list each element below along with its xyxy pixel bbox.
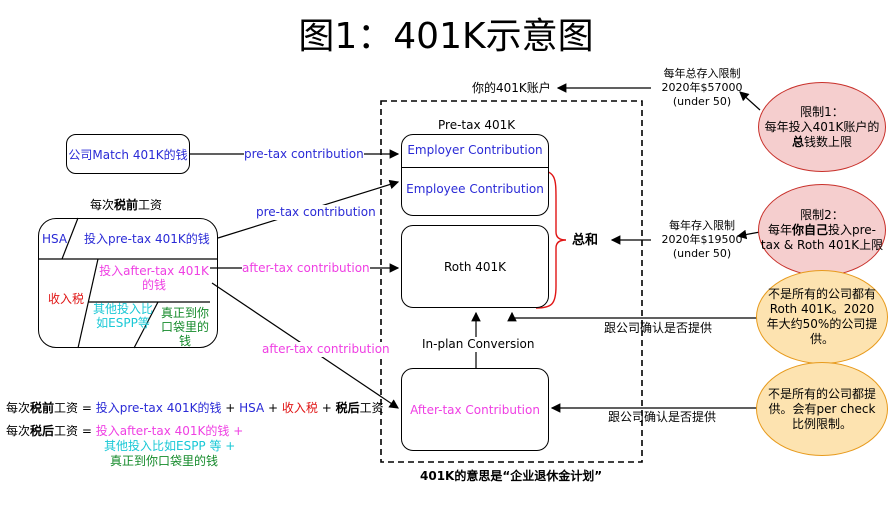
inplan-conversion-label: In-plan Conversion <box>422 337 535 352</box>
salary-divider-hsa <box>61 217 79 260</box>
aftertax-confirm-text: 跟公司确认是否提供 <box>608 410 717 424</box>
salary-divider-other <box>133 301 159 349</box>
formula1-pre: 每次 <box>6 401 31 415</box>
arrow-roth-confirm <box>507 311 762 322</box>
formula1-aftertax-rest: 工资 <box>359 401 384 415</box>
formula1-plus1: + <box>221 401 240 415</box>
pretax-401k-header: Pre-tax 401K <box>438 118 516 132</box>
page-title: 图1：401K示意图 <box>298 16 594 57</box>
account-label: 你的401K账户 <box>472 81 551 95</box>
formula2-other: 其他投入比如ESPP 等 + <box>104 439 236 453</box>
aftertax-contribution-label: After-tax Contribution <box>410 402 540 417</box>
other-investments-label: 其他投入比如ESPP等 <box>92 302 153 330</box>
pretax-401k-money: 投入pre-tax 401K的钱 <box>84 232 210 246</box>
employee-limit-line3: (under 50) <box>672 247 732 260</box>
limit2-line1: 限制2： <box>800 207 844 222</box>
limit2-line3: tax & Roth 401K上限 <box>760 237 884 252</box>
limit1-line1: 限制1： <box>800 104 844 119</box>
aftertax-contribution-box: After-tax Contribution <box>401 368 549 451</box>
formula2-bold: 税后 <box>30 424 55 438</box>
salary-title-pre: 每次 <box>90 198 115 212</box>
formula1-aftertax-bold: 税后 <box>335 401 360 415</box>
total-limit-line3: (under 50) <box>672 95 732 108</box>
aftertax-availability-note: 不是所有的公司都提供。会有per check 比例限制。 <box>756 362 888 456</box>
roth-401k-label: Roth 401K <box>443 259 507 274</box>
employee-limit-line2: 2020年$19500 <box>661 233 743 246</box>
employee-limit-line1: 每年存入限制 <box>669 219 735 232</box>
company-match-label: 公司Match 401K的钱 <box>68 147 188 162</box>
salary-box <box>38 218 218 348</box>
account-boundary <box>380 100 643 463</box>
formula1-pretax: 投入pre-tax 401K的钱 <box>95 401 222 415</box>
aftertax-note-text: 不是所有的公司都提供。会有per check 比例限制。 <box>767 386 876 431</box>
pocket-money-label: 真正到你口袋里的钱 <box>160 306 209 348</box>
limit1-rest: 钱数上限 <box>804 134 853 149</box>
hsa-label: HSA <box>42 232 68 246</box>
limit1-line3: 总钱数上限 <box>765 135 880 150</box>
limit1-line2: 每年投入401K账户的 <box>764 119 880 134</box>
formula2-aftertax: 投入after-tax 401K的钱 + <box>95 424 244 438</box>
aftertax-401k-money: 投入after-tax 401K的钱 <box>99 264 209 292</box>
formula1-plus3: + <box>317 401 336 415</box>
edge-label-aftertax: after-tax contribution <box>262 342 390 357</box>
arrow-limit1 <box>739 91 761 111</box>
aftertax-salary-formula: 每次税后工资 = 投入after-tax 401K的钱 + <box>6 424 243 439</box>
salary-divider-tax <box>77 258 99 349</box>
salary-title-bold: 税前 <box>114 198 139 212</box>
salary-title: 每次税前工资 <box>90 198 162 213</box>
company-match-box: 公司Match 401K的钱 <box>66 134 190 174</box>
limit2-bold: 你自己 <box>791 222 828 237</box>
limit2-note: 限制2： 每年你自己投入pre- tax & Roth 401K上限 <box>758 184 886 276</box>
employer-contribution: Employer Contribution <box>407 143 543 157</box>
total-brace <box>535 169 567 309</box>
edge-label-employee: pre-tax contribution <box>256 205 376 220</box>
limit2-pre: 每年 <box>767 222 792 237</box>
pretax-401k-box <box>401 134 549 216</box>
caption-quote: “企业退休金计划” <box>502 469 603 483</box>
caption-prefix: 401K的意思是 <box>420 469 503 483</box>
roth-availability-note: 不是所有的公司都有Roth 401K。2020年大约50%的公司提供。 <box>756 270 888 364</box>
formula1-hsa: HSA <box>239 401 265 415</box>
total-limit-line1: 每年总存入限制 <box>663 67 741 80</box>
total-limit-text: 每年总存入限制 2020年$57000 (under 50) <box>652 67 752 109</box>
formula1-mid: 工资 = <box>54 401 96 415</box>
employee-contribution: Employee Contribution <box>406 182 544 196</box>
roth-confirm-text: 跟公司确认是否提供 <box>604 321 713 335</box>
limit2-line2: 每年你自己投入pre- <box>761 223 883 238</box>
arrow-limit2 <box>736 229 761 240</box>
salary-title-post: 工资 <box>138 198 163 212</box>
income-tax-label: 收入税 <box>48 292 85 306</box>
limit1-note: 限制1： 每年投入401K账户的 总钱数上限 <box>758 82 886 172</box>
edge-label-roth: after-tax contribution <box>242 261 370 276</box>
formula2-pre: 每次 <box>6 424 31 438</box>
total-limit-line2: 2020年$57000 <box>661 81 743 94</box>
account-caption: 401K的意思是“企业退休金计划” <box>420 469 602 484</box>
employee-limit-text: 每年存入限制 2020年$19500 (under 50) <box>652 219 752 261</box>
limit1-bold: 总 <box>791 134 804 149</box>
edge-label-match: pre-tax contribution <box>244 147 364 162</box>
pretax-inner-divider <box>401 167 549 168</box>
limit2-post: 投入pre- <box>828 222 877 237</box>
formula2-mid: 工资 = <box>54 424 96 438</box>
formula1-tax: 收入税 <box>281 401 318 415</box>
formula2-pocket: 真正到你口袋里的钱 <box>110 454 219 468</box>
formula1-plus2: + <box>264 401 282 415</box>
roth-note-text: 不是所有的公司都有Roth 401K。2020年大约50%的公司提供。 <box>766 287 878 346</box>
formula1-bold: 税前 <box>30 401 55 415</box>
total-label: 总和 <box>572 233 599 248</box>
roth-401k-box: Roth 401K <box>401 225 549 308</box>
pretax-salary-formula: 每次税前工资 = 投入pre-tax 401K的钱 + HSA + 收入税 + … <box>6 401 384 416</box>
